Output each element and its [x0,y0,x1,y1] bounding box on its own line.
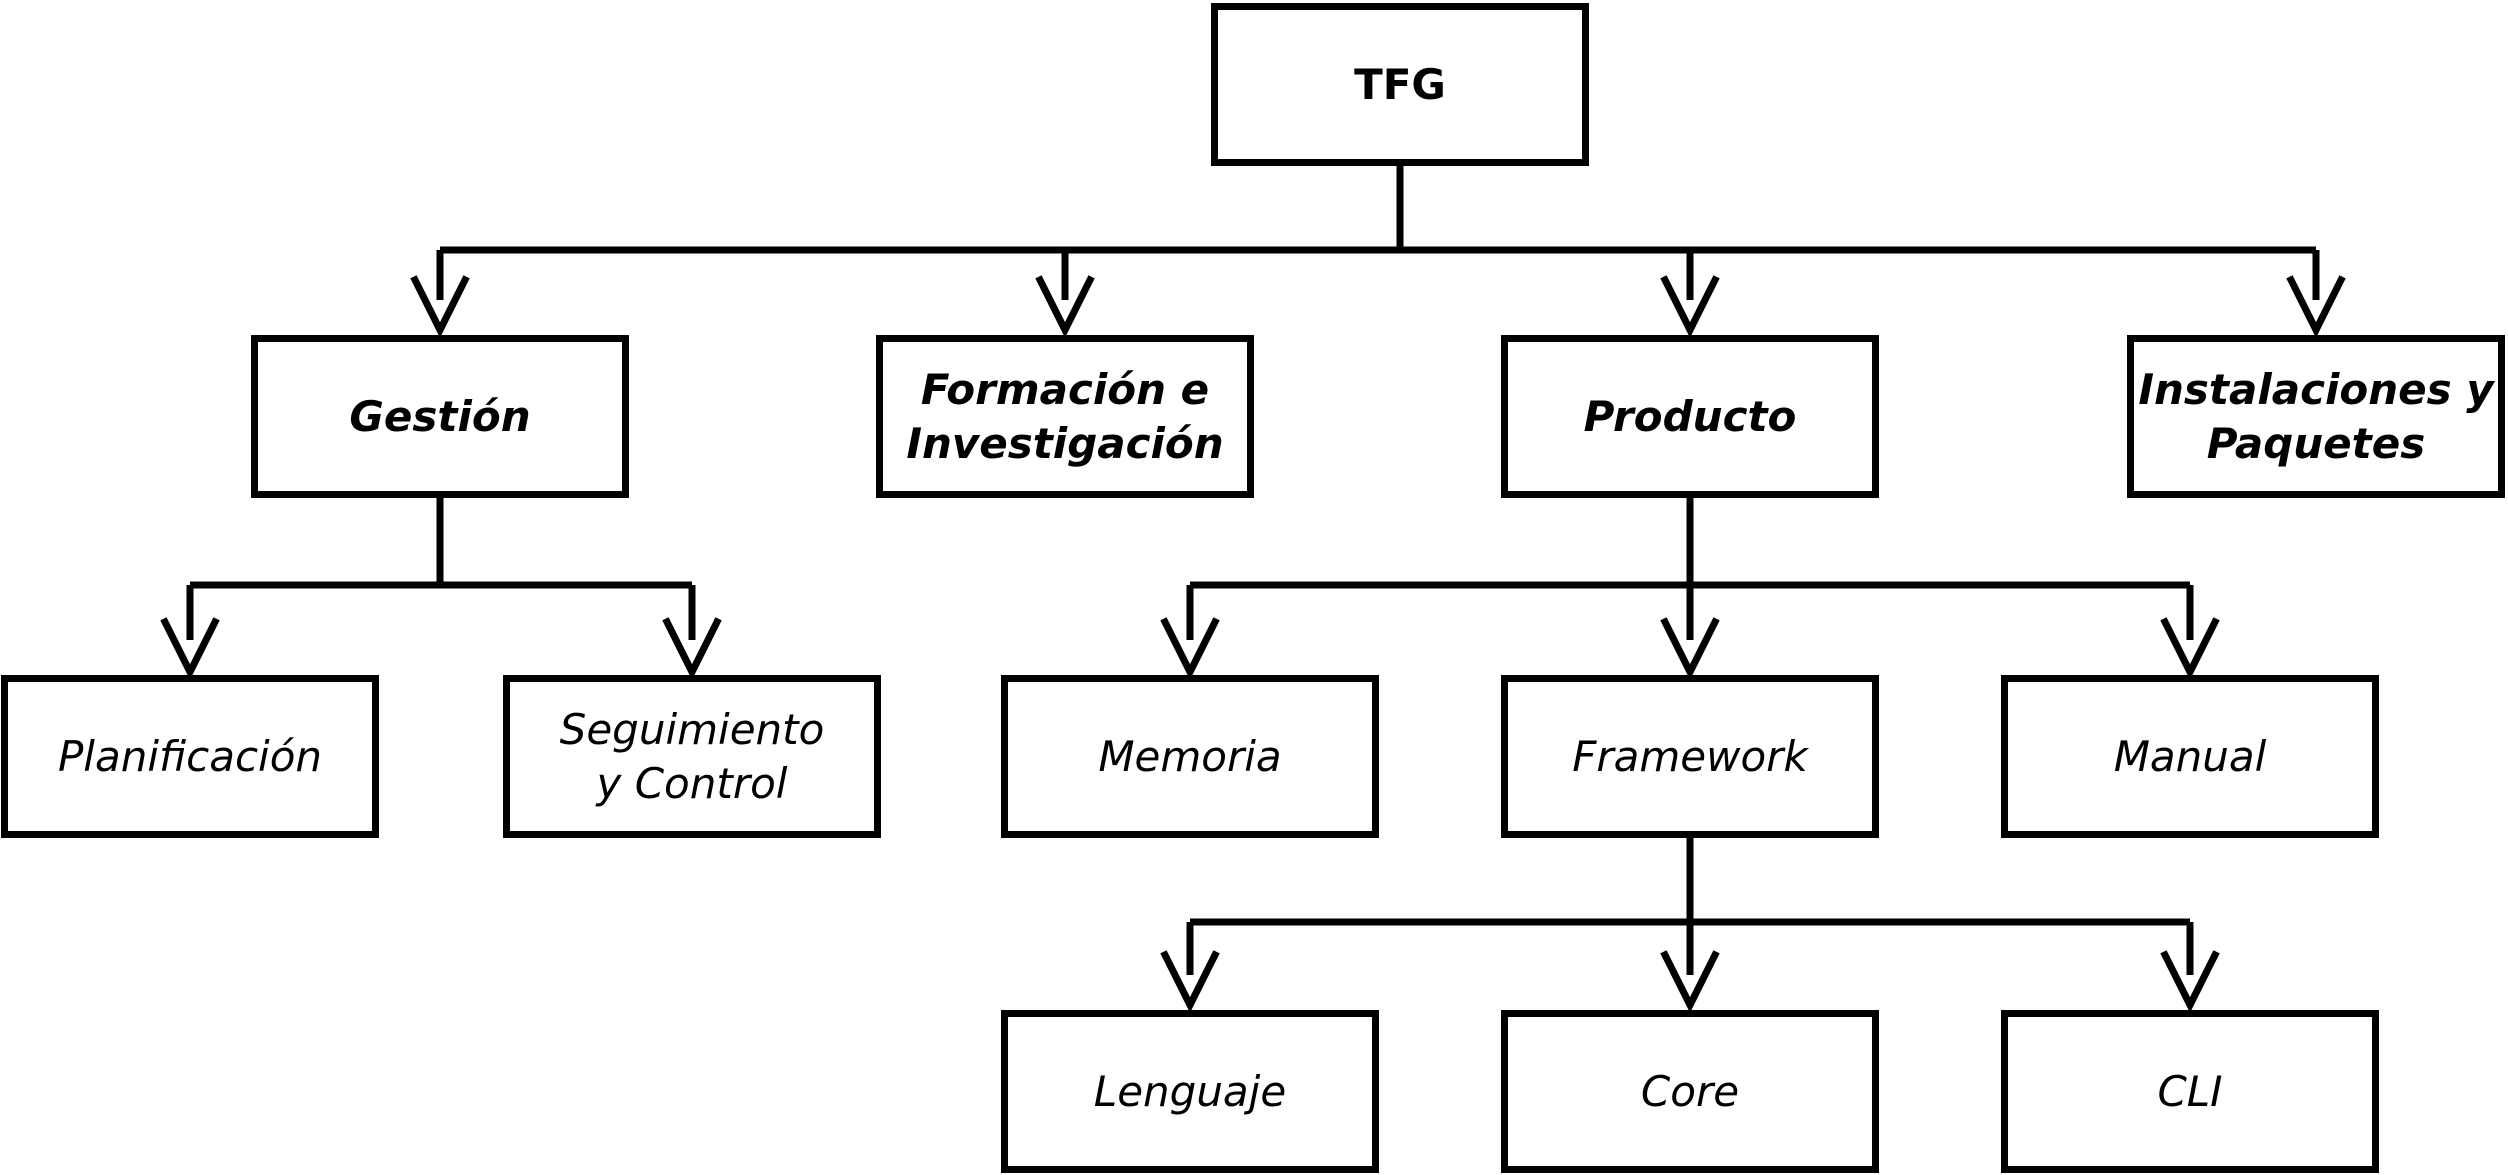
connector-producto-children [1186,497,2194,640]
node-gestion: Gestión [251,335,629,498]
node-seguimiento-control: Seguimiento y Control [503,675,881,838]
node-cli: CLI [2001,1010,2379,1173]
arrowhead [1660,617,1720,680]
node-label: Planificación [57,731,323,781]
node-label: Gestión [349,391,531,441]
node-label: Framework [1572,731,1808,781]
node-label: Manual [2113,731,2267,781]
node-label: CLI [2157,1066,2223,1116]
arrowhead [1660,275,1720,338]
node-formacion-investigacion: Formación e Investigación [876,335,1254,498]
node-instalaciones-paquetes: Instalaciones y Paquetes [2127,335,2505,498]
node-label: Core [1640,1066,1740,1116]
node-label: Formación e Investigación [906,364,1224,468]
arrowhead [1035,275,1095,338]
connector-gestion-children [186,497,696,640]
node-planificacion: Planificación [1,675,379,838]
arrowhead [1160,617,1220,680]
node-producto: Producto [1501,335,1879,498]
node-label: Lenguaje [1093,1066,1287,1116]
arrowhead [2160,950,2220,1013]
node-label: Producto [1583,391,1797,441]
arrowhead [1660,950,1720,1013]
connector-root-level1 [436,163,2320,300]
arrowhead [410,275,470,338]
arrowhead [662,617,722,680]
arrowhead [1160,950,1220,1013]
arrowhead [160,617,220,680]
node-label: Memoria [1098,731,1282,781]
node-lenguaje: Lenguaje [1001,1010,1379,1173]
node-label: Seguimiento y Control [559,704,825,808]
arrowhead [2160,617,2220,680]
node-memoria: Memoria [1001,675,1379,838]
connector-framework-children [1186,838,2194,975]
node-framework: Framework [1501,675,1879,838]
node-label: TFG [1354,59,1446,109]
node-manual: Manual [2001,675,2379,838]
node-label: Instalaciones y Paquetes [2138,364,2494,468]
arrowhead [2286,275,2346,338]
node-tfg: TFG [1211,3,1589,166]
node-core: Core [1501,1010,1879,1173]
